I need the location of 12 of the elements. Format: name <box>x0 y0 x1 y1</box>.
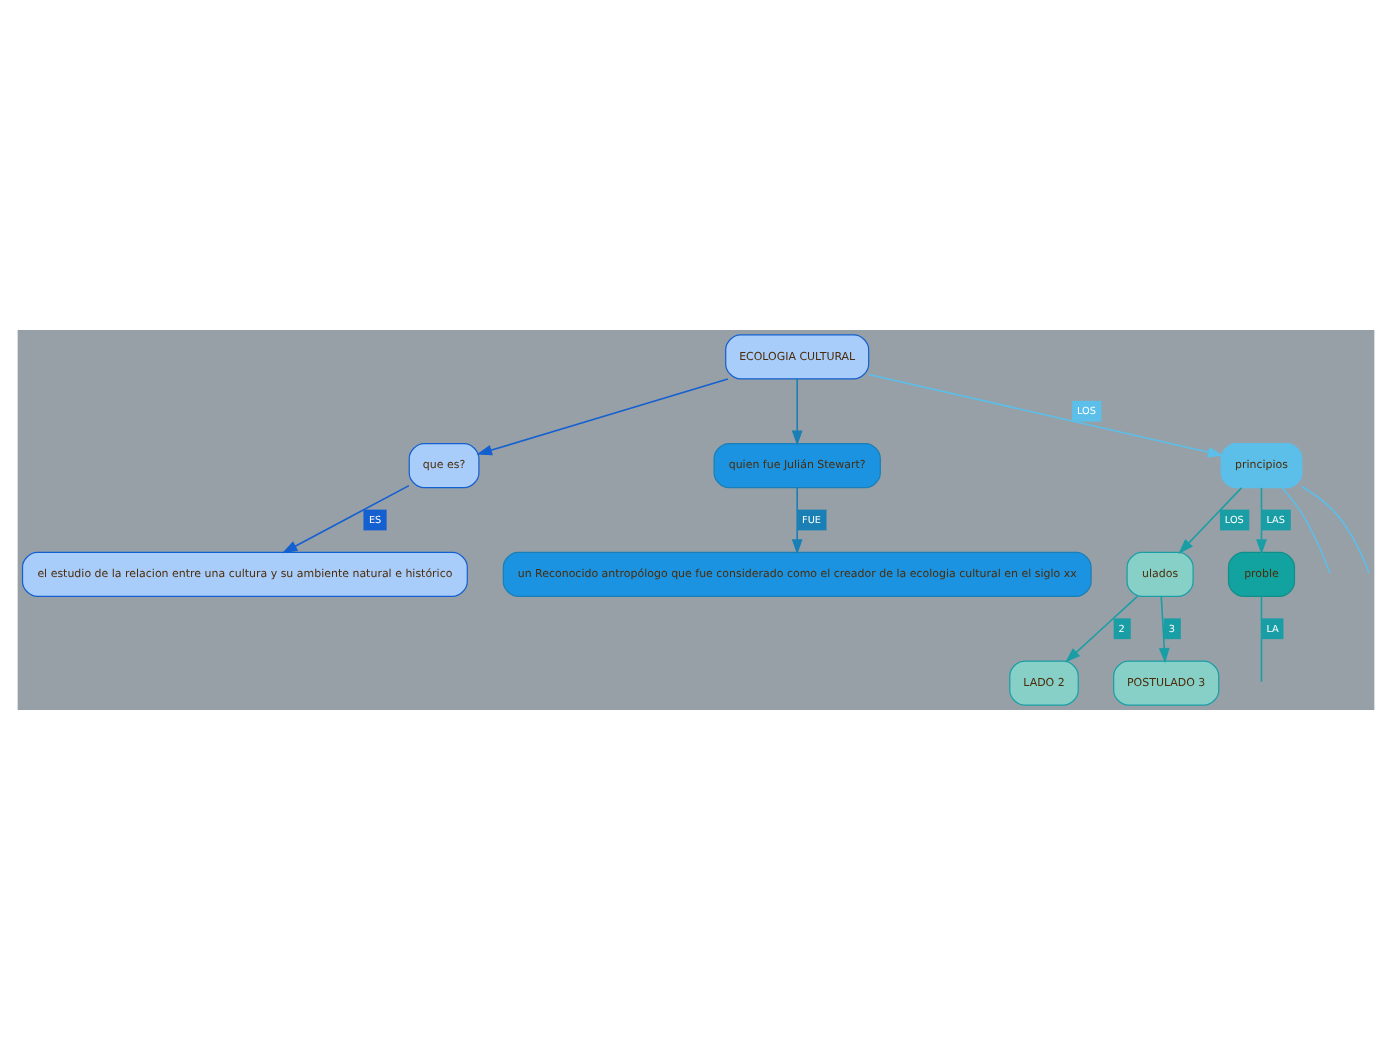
arrow <box>1158 595 1170 664</box>
arrow <box>282 484 410 554</box>
connector <box>1281 486 1331 574</box>
arrow <box>867 373 1224 458</box>
arrow <box>791 378 803 446</box>
arrow <box>476 378 729 456</box>
connector <box>1260 595 1263 683</box>
arrow <box>1256 487 1267 555</box>
arrow <box>1065 595 1138 663</box>
connector <box>1301 485 1370 574</box>
arrow <box>791 487 803 555</box>
arrow <box>1178 487 1243 554</box>
